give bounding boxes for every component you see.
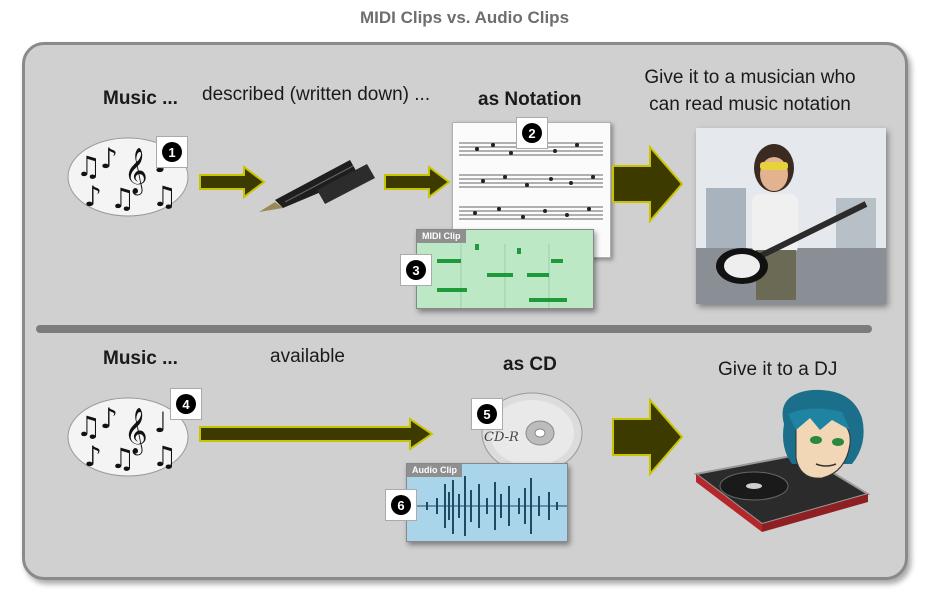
dj-illustration: [693, 389, 871, 532]
svg-text:♪: ♪: [84, 180, 102, 213]
svg-text:𝄞: 𝄞: [124, 408, 148, 456]
svg-text:♪: ♪: [100, 402, 118, 435]
arrow-right-icon: [384, 165, 451, 199]
badge-5: 5: [471, 398, 503, 430]
svg-text:♫: ♫: [110, 182, 135, 215]
arrow-right-icon: [199, 165, 266, 199]
diagram-title: MIDI Clips vs. Audio Clips: [359, 8, 570, 27]
midi-clip-label: MIDI Clip: [417, 230, 466, 243]
svg-text:♪: ♪: [100, 142, 118, 175]
music-label-top: Music ...: [103, 88, 178, 109]
described-label: described (written down) ...: [202, 84, 431, 105]
dj-label: Give it to a DJ: [718, 359, 838, 380]
badge-1: 1: [156, 136, 188, 168]
badge-6: 6: [385, 489, 417, 521]
big-arrow-right-icon: [612, 397, 684, 477]
cd-icon: CD-R: [481, 392, 583, 474]
long-arrow-right-icon: [199, 417, 434, 451]
svg-text:♩: ♩: [154, 406, 167, 439]
svg-text:𝄞: 𝄞: [124, 148, 148, 196]
svg-text:♪: ♪: [84, 440, 102, 473]
svg-text:♫: ♫: [76, 150, 101, 183]
notation-label: as Notation: [478, 89, 582, 110]
pen-icon: [259, 160, 375, 212]
musician-photo: [696, 128, 886, 304]
badge-3: 3: [400, 254, 432, 286]
musician-label-line2: can read music notation: [649, 94, 851, 115]
svg-text:♫: ♫: [110, 442, 135, 475]
midi-clip: MIDI Clip: [416, 229, 594, 309]
badge-2: 2: [516, 117, 548, 149]
music-notes-icon: ♫♪𝄞 ♩♪♫♫: [67, 397, 189, 477]
svg-text:CD-R: CD-R: [484, 430, 519, 445]
svg-text:♫: ♫: [152, 180, 177, 213]
audio-clip: Audio Clip: [406, 463, 568, 542]
badge-4: 4: [170, 388, 202, 420]
music-label-bottom: Music ...: [103, 348, 178, 369]
cd-label: as CD: [503, 354, 557, 375]
row-divider: [36, 325, 872, 333]
big-arrow-right-icon: [612, 144, 684, 224]
audio-clip-label: Audio Clip: [407, 464, 462, 477]
available-label: available: [270, 346, 345, 367]
svg-text:♫: ♫: [152, 440, 177, 473]
svg-text:♫: ♫: [76, 410, 101, 443]
musician-label-line1: Give it to a musician who: [644, 67, 856, 88]
